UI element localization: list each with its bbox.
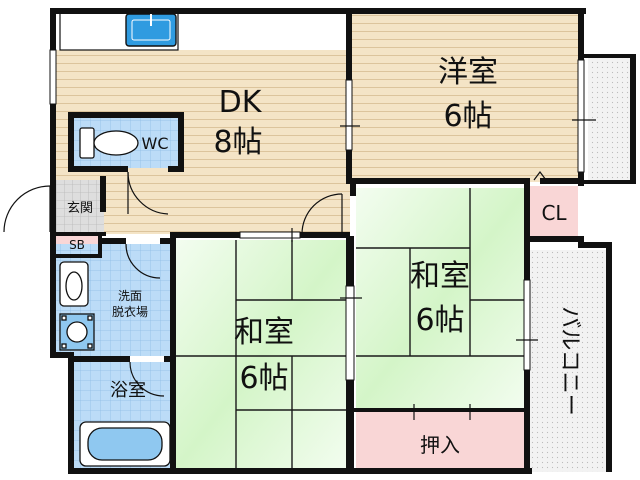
wash-basin-icon xyxy=(59,261,89,307)
washitsu-right-room-label: 和室 xyxy=(410,259,470,294)
door-swings xyxy=(3,171,547,397)
balcony-label: バルコニー xyxy=(557,306,582,416)
washitsu-right-size-label: 6帖 xyxy=(415,303,464,338)
washitsu-left-floor xyxy=(176,240,350,470)
entrance-floor xyxy=(56,180,104,234)
window-marks xyxy=(291,119,596,420)
western-size-label: 6帖 xyxy=(443,99,492,134)
washing-machine-icon xyxy=(59,313,95,351)
washitsu-left-size-label: 6帖 xyxy=(239,361,288,396)
shoe-box-label: SB xyxy=(69,238,85,252)
east-balcony xyxy=(588,54,634,182)
oshiire-label: 押入 xyxy=(420,433,460,457)
western-floor xyxy=(350,12,582,182)
toilet-icon xyxy=(79,127,139,159)
closet-label: CL xyxy=(541,201,567,225)
washroom-label-line1: 洗面 xyxy=(118,289,142,303)
tatami-lines-right xyxy=(356,188,528,357)
washitsu-right-floor xyxy=(356,188,528,410)
windows xyxy=(49,49,585,381)
closet-floor xyxy=(530,186,578,240)
bath-label: 浴室 xyxy=(110,380,146,401)
western-room-label: 洋室 xyxy=(438,55,498,90)
east-balcony-rail xyxy=(630,54,636,184)
oshiire-floor xyxy=(356,412,528,470)
dk-room-label: DK xyxy=(219,85,263,120)
toilet-label: WC xyxy=(142,134,169,153)
washitsu-left-room-label: 和室 xyxy=(234,315,294,350)
washroom-label-line2: 脱衣場 xyxy=(112,304,148,319)
dk-size-label: 8帖 xyxy=(213,125,262,160)
tatami-lines-left xyxy=(176,240,350,470)
bathtub-icon xyxy=(79,421,171,467)
walls xyxy=(50,8,612,474)
balcony-floor xyxy=(530,250,608,472)
entrance-label: 玄関 xyxy=(67,201,93,216)
